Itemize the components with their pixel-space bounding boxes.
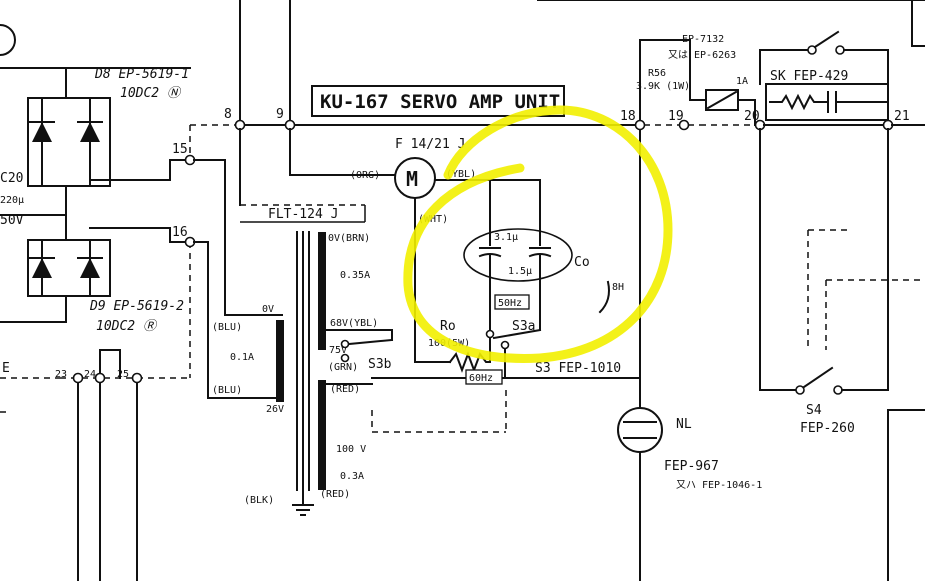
fuse-label: 1A [736, 76, 748, 87]
tap-red-2: (RED) [320, 489, 350, 500]
terminal-21-label: 21 [894, 109, 910, 124]
highlight-circle [403, 105, 673, 363]
d8-type: 10DC2 Ⓝ [120, 86, 182, 101]
unit-title: KU-167 SERVO AMP UNIT [320, 91, 560, 113]
hz50-box [494, 294, 530, 310]
mark-8h: 8H [612, 282, 624, 293]
secondary-current: 0.1A [230, 352, 254, 363]
cap-value-2: 1.5μ [508, 266, 532, 277]
bridge-rectifier-d8 [27, 67, 111, 187]
motor-symbol: M [406, 167, 418, 191]
tap-0v-brn: 0V(BRN) [328, 233, 370, 244]
neon-name: NL [676, 417, 692, 432]
s3a-contact-b [500, 340, 510, 350]
r56-name: R56 [648, 68, 666, 79]
s4-contact-a [795, 385, 805, 395]
secondary-26v: 26V [266, 404, 284, 415]
cap1-plate-b [478, 253, 502, 258]
s4-part: FEP-260 [800, 421, 855, 436]
c20-name: C20 [0, 171, 23, 186]
tap-red-1: (RED) [330, 384, 360, 395]
s3-name: S3 FEP-1010 [535, 361, 621, 376]
circle-marker-icon [0, 23, 16, 57]
s4-contact-b [833, 385, 843, 395]
sk-label: SK FEP-429 [770, 69, 848, 84]
winding-primary-lower [318, 380, 326, 490]
mark-8h-stroke [598, 280, 610, 314]
d9-name: D9 EP-5619-2 [89, 299, 184, 314]
tap-grn: (GRN) [328, 362, 358, 373]
motor-ybl: (YBL) [446, 169, 476, 180]
terminal-25-label: 25 [117, 369, 129, 380]
terminal-23-label: 23 [55, 369, 67, 380]
terminal-24 [94, 372, 106, 384]
top-switch-blade [813, 30, 840, 49]
neon-part: FEP-967 [664, 459, 719, 474]
terminal-24-label: 24 [84, 369, 96, 380]
secondary-0v: 0V [262, 304, 274, 315]
edge-label-e: E [2, 361, 10, 376]
terminal-16-label: 16 [172, 225, 188, 240]
s4-blade [802, 366, 834, 389]
ep-6263: 又は EP-6263 [668, 49, 736, 61]
relay-coil-slash [706, 90, 738, 110]
terminal-18 [634, 119, 646, 131]
tap-75v: 75V [329, 345, 347, 356]
transformer-core [292, 231, 314, 516]
s3b-label: S3b [368, 357, 392, 372]
top-switch-contact-a [807, 45, 817, 55]
s3b-contact-b [340, 353, 350, 363]
s4-name: S4 [806, 403, 822, 418]
cap-group-outline [463, 228, 573, 282]
s3b-blade [347, 338, 394, 346]
secondary-blu-2: (BLU) [212, 385, 242, 396]
s3b-contact-a [340, 339, 350, 349]
terminal-20-label: 20 [744, 109, 760, 124]
terminal-8-label: 8 [224, 107, 232, 122]
sk-resistor [769, 93, 827, 111]
s3a-contact-a [485, 329, 495, 339]
secondary-blu-1: (BLU) [212, 322, 242, 333]
tap-100v: 100 V [336, 444, 366, 455]
neon-alt: 又ハ FEP-1046-1 [676, 479, 762, 491]
s3a-label: S3a [512, 319, 535, 334]
d9-type: 10DC2 Ⓡ [96, 319, 158, 334]
hz60-label: 60Hz [469, 373, 493, 384]
c20-voltage: 50V [0, 213, 24, 228]
top-switch-contact-b [835, 45, 845, 55]
cap2-plate-b [528, 253, 552, 258]
tap-current-3: 0.3A [340, 471, 364, 482]
c20-value: 220μ [0, 195, 24, 206]
winding-primary-upper [318, 232, 326, 350]
terminal-19-label: 19 [668, 109, 684, 124]
winding-secondary [276, 320, 284, 402]
bridge-rectifier-d9 [27, 239, 111, 297]
neon-lamp-icon [617, 407, 663, 453]
terminal-19 [678, 119, 690, 131]
transformer-name: FLT-124 J [268, 207, 338, 222]
r56-value: 3.9K (1W) [636, 81, 690, 92]
s3a-blade [492, 328, 542, 340]
terminal-15-label: 15 [172, 142, 188, 157]
d8-name: D8 EP-5619-1 [94, 67, 189, 82]
terminal-18-label: 18 [620, 109, 636, 124]
hz60-box [465, 369, 503, 385]
tap-current-1: 0.35A [340, 270, 370, 281]
ro-resistor [448, 351, 491, 373]
cap-value-1: 3.1μ [494, 232, 518, 243]
ro-name: Ro [440, 319, 456, 334]
cap-group-name: Co [574, 255, 590, 270]
motor-wht: (WHT) [418, 214, 448, 225]
ep-7132: EP-7132 [682, 34, 724, 45]
terminal-23 [72, 372, 84, 384]
hz50-label: 50Hz [498, 298, 522, 309]
motor-name: F 14/21 J [395, 137, 465, 152]
tap-68v-ybl: 68V(YBL) [330, 318, 378, 329]
terminal-25 [131, 372, 143, 384]
terminal-9-label: 9 [276, 107, 284, 122]
tap-blk: (BLK) [244, 495, 274, 506]
motor-org: (ORG) [350, 170, 380, 181]
